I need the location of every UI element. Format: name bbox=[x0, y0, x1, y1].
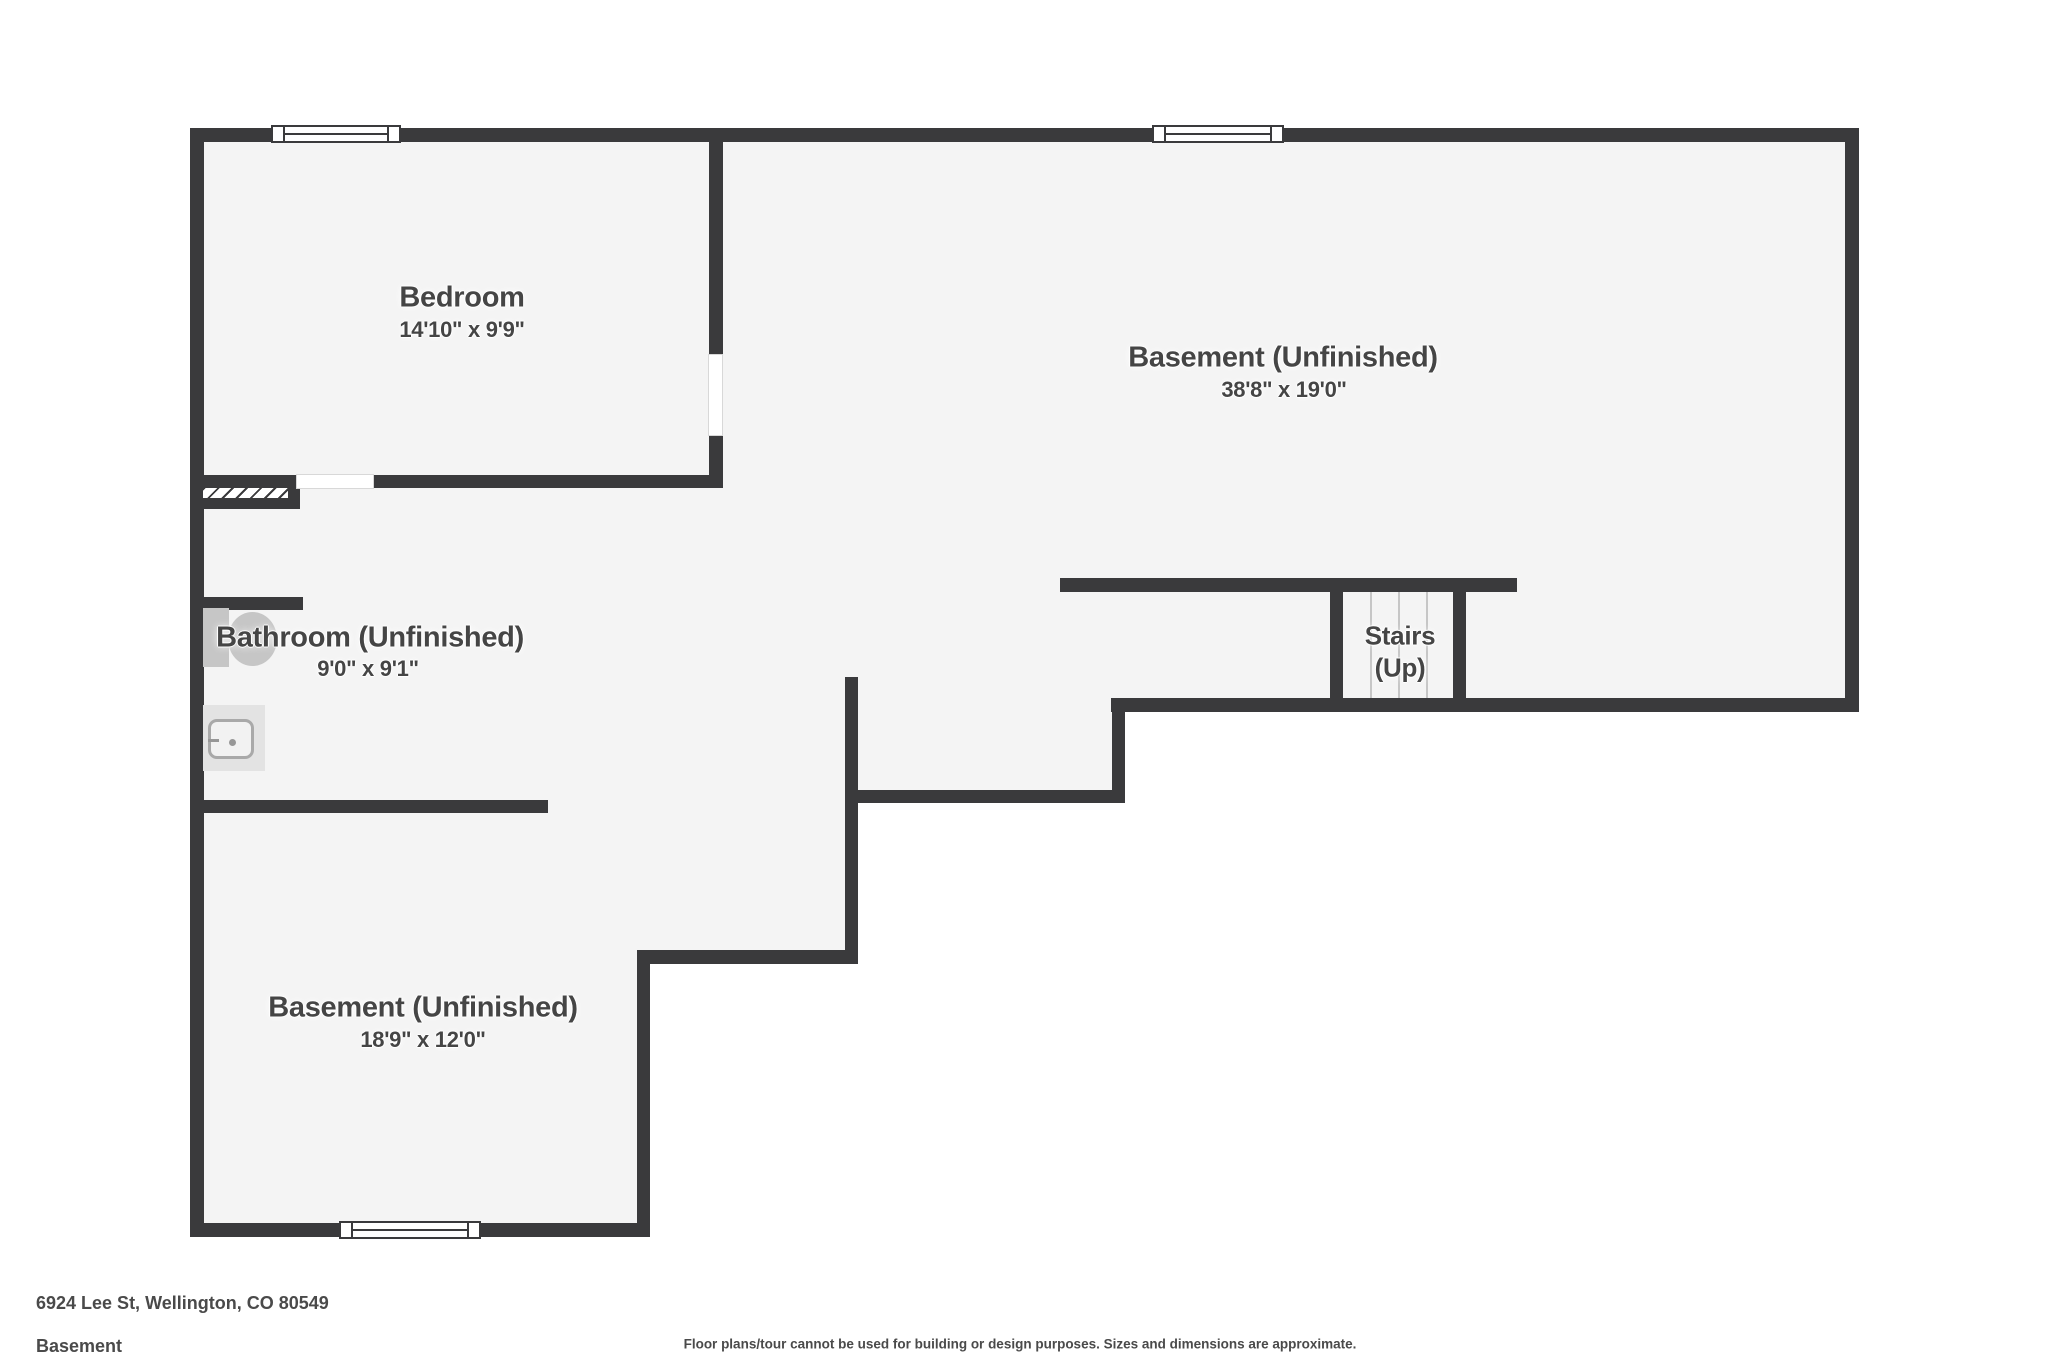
wall-stair-left bbox=[1330, 592, 1343, 712]
window-divider bbox=[1270, 127, 1272, 141]
room-dims-basement-lower: 18'9" x 12'0" bbox=[360, 1027, 486, 1052]
window-divider bbox=[387, 127, 389, 141]
wall-hatch bbox=[203, 488, 288, 498]
wall-outer-left bbox=[190, 128, 204, 1237]
wall-step-middle bbox=[845, 790, 1125, 803]
window-icon bbox=[1152, 125, 1284, 143]
room-dims-bedroom: 14'10" x 9'9" bbox=[399, 317, 525, 342]
wall-outer-right bbox=[1845, 128, 1859, 712]
toilet-bowl bbox=[228, 612, 277, 666]
room-label-bathroom: Bathroom (Unfinished) bbox=[216, 621, 524, 654]
wall-lower-basement-right bbox=[637, 950, 650, 1237]
window-divider bbox=[351, 1223, 353, 1237]
room-label-basement-upper: Basement (Unfinished) bbox=[1128, 341, 1438, 374]
window-midline bbox=[1166, 133, 1270, 135]
wall-corridor-stub bbox=[845, 677, 858, 964]
window-divider bbox=[1164, 127, 1166, 141]
wall-hatch-bottom bbox=[203, 498, 300, 509]
wall-bathroom-stub bbox=[203, 597, 303, 610]
wall-step-right bbox=[1112, 698, 1125, 803]
wall-stairwell-top bbox=[1060, 578, 1517, 592]
wall-bedroom-right-upper bbox=[709, 128, 723, 355]
wall-bathroom-bottom bbox=[190, 800, 548, 813]
wall-step-lower bbox=[637, 950, 858, 964]
sink-faucet bbox=[208, 739, 219, 742]
window-icon bbox=[339, 1221, 481, 1239]
toilet-tank bbox=[203, 608, 229, 667]
stair-treads bbox=[1370, 592, 1372, 698]
window-divider bbox=[467, 1223, 469, 1237]
room-dims-basement-upper: 38'8" x 19'0" bbox=[1221, 377, 1347, 402]
stair-treads bbox=[1426, 592, 1428, 698]
wall-outer-top bbox=[190, 128, 1859, 142]
room-label-bedroom: Bedroom bbox=[399, 281, 525, 314]
toilet-icon bbox=[203, 608, 278, 670]
footer-disclaimer: Floor plans/tour cannot be used for buil… bbox=[683, 1336, 1357, 1352]
footer-address: 6924 Lee St, Wellington, CO 80549 bbox=[36, 1293, 329, 1313]
wall-bedroom-bottom-right bbox=[373, 475, 723, 488]
room-label-basement-lower: Basement (Unfinished) bbox=[268, 991, 578, 1024]
wall-stair-right bbox=[1453, 592, 1466, 712]
wall-bedroom-bottom-left bbox=[203, 475, 297, 488]
sink-drain bbox=[229, 739, 236, 746]
footer-floor-name: Basement bbox=[36, 1336, 123, 1356]
room-dims-bathroom: 9'0" x 9'1" bbox=[317, 656, 419, 681]
door-opening-bedroom-south bbox=[296, 474, 374, 489]
window-midline bbox=[285, 133, 387, 135]
window-midline bbox=[353, 1229, 467, 1231]
door-opening-bedroom-east bbox=[708, 354, 723, 436]
window-icon bbox=[271, 125, 401, 143]
stair-treads bbox=[1398, 592, 1400, 698]
window-divider bbox=[283, 127, 285, 141]
room-dims-stairs: (Up) bbox=[1374, 652, 1426, 683]
sink-icon bbox=[203, 705, 265, 771]
wall-basement-bottom bbox=[1111, 698, 1859, 712]
wall-bedroom-right-lower bbox=[709, 435, 723, 488]
room-label-stairs: Stairs bbox=[1364, 620, 1436, 651]
wall-hatch-cap bbox=[288, 488, 300, 498]
